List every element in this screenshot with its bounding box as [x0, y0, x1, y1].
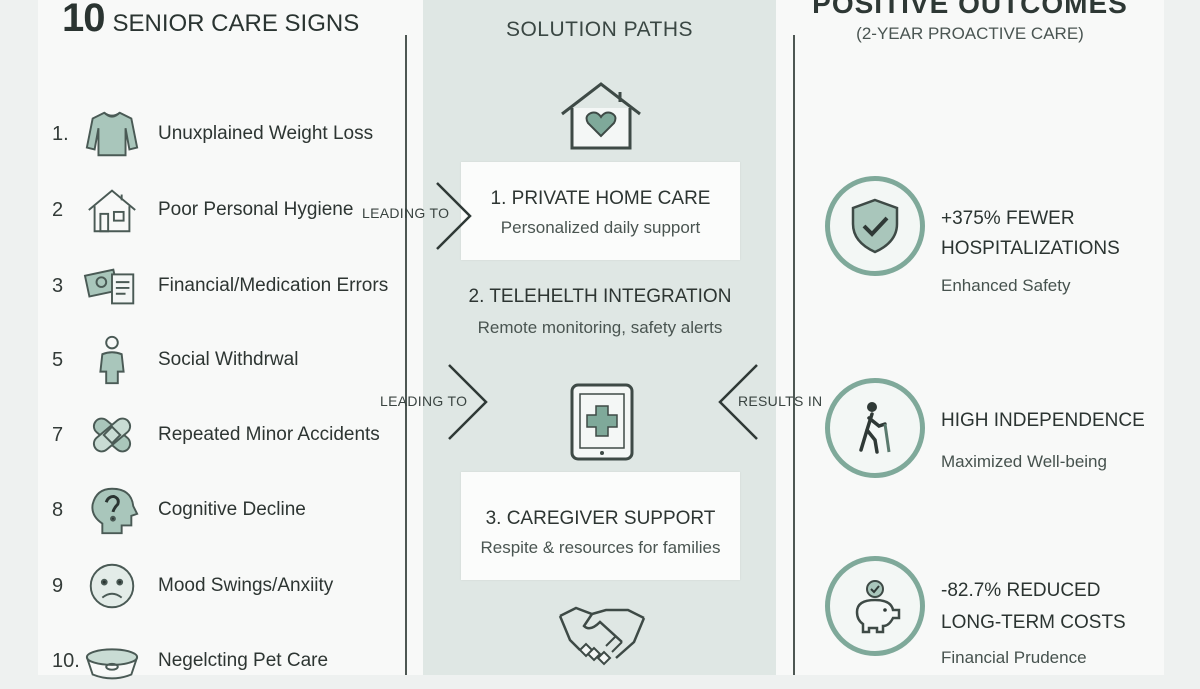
person-icon	[82, 332, 142, 388]
house-icon	[82, 182, 142, 238]
shield-check-icon	[851, 198, 899, 254]
outcomes-title: POSITIVE OUTCOMES	[812, 0, 1128, 19]
sign-number: 1.	[52, 122, 69, 145]
outcome-headline: HIGH INDEPENDENCE	[941, 410, 1145, 431]
connector-label-leading-to: LEADING TO	[380, 393, 468, 409]
divider-right	[793, 35, 795, 675]
sign-item: 9 Mood Swings/Anxiity	[52, 558, 402, 614]
solution-title: 1. PRIVATE HOME CARE	[490, 188, 711, 209]
sign-number: 8	[52, 498, 64, 521]
solution-card-private-home-care: 1. PRIVATE HOME CARE Personalized daily …	[461, 162, 740, 260]
outcomes-panel	[776, 0, 1164, 675]
sign-number: 3	[52, 274, 64, 297]
outcome-icon-ring	[825, 176, 925, 276]
outcome-costs: -82.7% REDUCED LONG-TERM COSTS Financial…	[825, 556, 1155, 667]
outcome-icon-ring	[825, 556, 925, 656]
signs-panel	[38, 0, 423, 675]
solutions-title: SOLUTION PATHS	[505, 18, 694, 41]
solution-card-caregiver-support: 3. CAREGIVER SUPPORT Respite & resources…	[461, 472, 740, 580]
solution-title: 3. CAREGIVER SUPPORT	[485, 508, 716, 529]
sign-label: Social Withdrwal	[158, 349, 299, 370]
connector-label-leading-to: LEADING TO	[362, 205, 450, 221]
sign-label: Repeated Minor Accidents	[158, 424, 380, 445]
head-question-icon	[82, 482, 142, 538]
sign-number: 5	[52, 348, 64, 371]
sign-number: 9	[52, 574, 64, 597]
signs-title-text: SENIOR CARE SIGNS	[112, 10, 360, 37]
sign-label: Negelcting Pet Care	[158, 650, 329, 671]
sign-label: Cognitive Decline	[158, 499, 306, 520]
sign-number: 10.	[52, 649, 80, 672]
sad-face-icon	[82, 558, 142, 614]
house-heart-icon	[561, 82, 641, 150]
chevron-right-icon	[436, 182, 472, 250]
outcome-icon-ring	[825, 378, 925, 478]
outcome-independence: HIGH INDEPENDENCE Maximized Well-being	[825, 378, 1155, 488]
sign-item: 7 Repeated Minor Accidents	[52, 407, 402, 463]
outcome-subtext: Financial Prudence	[941, 648, 1087, 667]
bandage-icon	[82, 407, 142, 463]
chevron-left-icon	[718, 364, 758, 440]
handshake-icon	[558, 606, 646, 666]
signs-title: 10 SENIOR CARE SIGNS	[62, 0, 359, 41]
chevron-right-icon	[448, 364, 488, 440]
solution-desc: Personalized daily support	[500, 218, 701, 237]
outcome-headline-2: LONG-TERM COSTS	[941, 612, 1126, 633]
sign-label: Mood Swings/Anxiity	[158, 575, 334, 596]
outcome-headline: +375% FEWER	[941, 208, 1075, 229]
outcome-headline-2: HOSPITALIZATIONS	[941, 238, 1120, 259]
solution-title: 2. TELEHELTH INTEGRATION	[468, 286, 732, 307]
walking-cane-icon	[859, 402, 891, 454]
solution-card-telehealth: 2. TELEHELTH INTEGRATION Remote monitori…	[440, 286, 760, 338]
signs-title-number: 10	[62, 0, 105, 40]
tablet-medical-icon	[570, 383, 634, 461]
pet-bowl-icon	[82, 633, 142, 689]
sign-label: Poor Personal Hygiene	[158, 199, 354, 220]
outcome-subtext: Maximized Well-being	[941, 452, 1107, 471]
connector-label-results-in: RESULTS IN	[738, 393, 823, 409]
divider-left	[405, 35, 407, 675]
sign-item: 5 Social Withdrwal	[52, 332, 402, 388]
sign-item: 2 Poor Personal Hygiene	[52, 182, 402, 238]
sign-item: 3 Financial/Medication Errors	[52, 258, 402, 314]
sign-number: 2	[52, 198, 64, 221]
sign-label: Financial/Medication Errors	[158, 275, 389, 296]
sign-number: 7	[52, 423, 64, 446]
outcome-subtext: Enhanced Safety	[941, 276, 1071, 295]
sign-item: 10. Negelcting Pet Care	[52, 633, 402, 689]
sign-item: 8 Cognitive Decline	[52, 482, 402, 538]
outcomes-subtitle: (2-YEAR PROACTIVE CARE)	[856, 24, 1084, 43]
sign-item: 1. Unuxplained Weight Loss	[52, 106, 402, 162]
sign-label: Unuxplained Weight Loss	[158, 123, 374, 144]
money-document-icon	[82, 258, 142, 314]
outcome-headline: -82.7% REDUCED	[941, 580, 1101, 601]
solution-desc: Remote monitoring, safety alerts	[477, 318, 723, 337]
solution-desc: Respite & resources for families	[480, 538, 721, 557]
piggy-bank-icon	[855, 580, 901, 634]
sweater-icon	[82, 106, 142, 162]
outcome-hospitalizations: +375% FEWER HOSPITALIZATIONS Enhanced Sa…	[825, 176, 1155, 295]
